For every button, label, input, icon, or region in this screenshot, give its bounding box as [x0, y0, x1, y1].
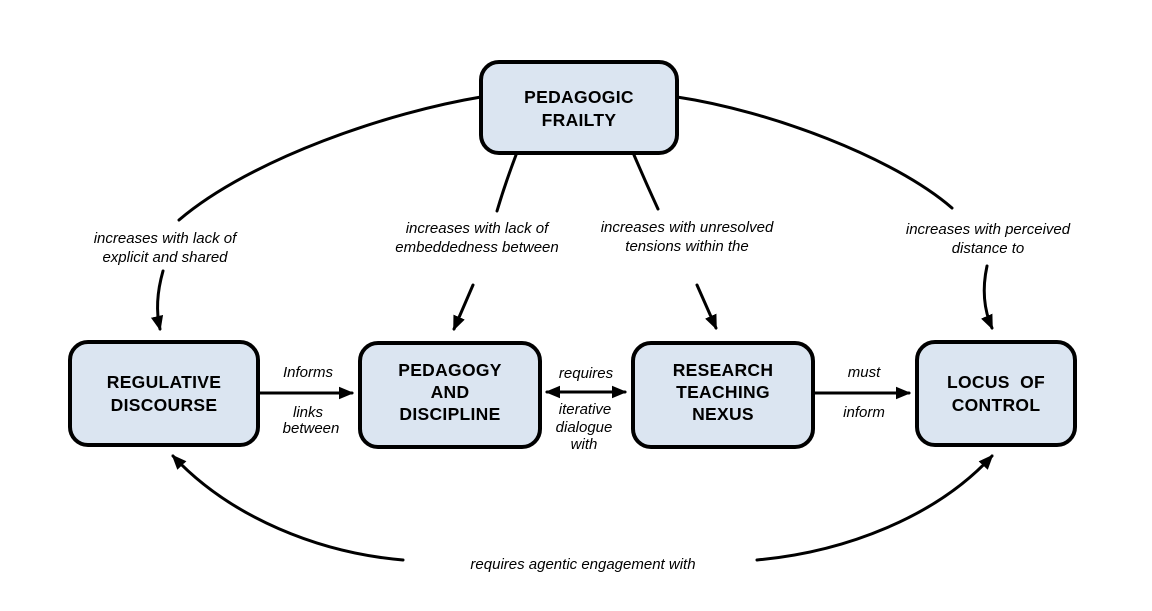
node-regulative-discourse-label-line2: DISCOURSE: [111, 395, 218, 415]
edge-frailty-research-label-line1: increases with unresolved: [601, 219, 774, 236]
node-locus-of-control-label-line1: LOCUS OF: [947, 372, 1045, 392]
edge-frailty-pedagogy-label-line1: increases with lack of: [406, 220, 550, 237]
edge-frailty-pedagogy-line-upper: [495, 153, 518, 213]
edge-frailty-locus-label-line1: increases with perceived: [906, 221, 1071, 238]
node-pedagogic-frailty-label-line2: FRAILTY: [542, 110, 617, 130]
nodes-layer: [68, 60, 1077, 449]
node-pedagogic-frailty-box: [479, 60, 679, 155]
node-locus-of-control-label-line2: CONTROL: [952, 395, 1041, 415]
node-labels-layer: PEDAGOGIC FRAILTY REGULATIVE DISCOURSE P…: [107, 87, 1045, 424]
edge-frailty-regulative-label-line2: explicit and shared: [102, 249, 228, 266]
edge-locus-regulative-line-left: [171, 454, 405, 562]
edge-research-locus-label-below: inform: [843, 404, 885, 421]
edge-frailty-regulative-line-upper: [177, 95, 483, 222]
edge-locus-regulative-line-right: [755, 454, 994, 562]
edge-regulative-pedagogy-label-below-line2: between: [283, 420, 340, 437]
node-pedagogy-and-discipline-box: [358, 341, 542, 449]
edge-pedagogy-research-label-below-line3: with: [571, 436, 598, 453]
node-research-teaching-nexus-label-line1: RESEARCH: [673, 360, 774, 380]
node-pedagogy-and-discipline-label-line2: AND: [431, 382, 470, 402]
edge-frailty-locus-label-line2: distance to: [952, 240, 1025, 257]
edge-frailty-regulative-label-line1: increases with lack of: [94, 230, 238, 247]
edge-frailty-locus-line-upper: [675, 95, 954, 210]
edge-frailty-regulative-line-lower: [150, 269, 165, 331]
edge-locus-regulative-label: requires agentic engagement with: [470, 556, 695, 573]
node-locus-of-control-box: [915, 340, 1077, 447]
edge-frailty-research-line-upper: [632, 153, 660, 211]
edge-frailty-research-label-line2: tensions within the: [625, 238, 748, 255]
edge-regulative-pedagogy-label-above: Informs: [283, 364, 334, 381]
edge-pedagogy-research-label-below-line1: iterative: [559, 401, 612, 418]
node-regulative-discourse-box: [68, 340, 260, 447]
edge-pedagogy-research-label-above: requires: [559, 365, 614, 382]
node-regulative-discourse-label-line1: REGULATIVE: [107, 372, 222, 392]
node-pedagogic-frailty-label-line1: PEDAGOGIC: [524, 87, 634, 107]
node-research-teaching-nexus-box: [631, 341, 815, 449]
edge-frailty-research-line-lower: [695, 283, 718, 330]
edge-research-locus-label-above: must: [848, 364, 881, 381]
edges-layer: [150, 95, 994, 562]
edge-pedagogy-research-label-below-line2: dialogue: [556, 419, 613, 436]
node-research-teaching-nexus-label-line3: NEXUS: [692, 404, 754, 424]
node-pedagogy-and-discipline-label-line1: PEDAGOGY: [398, 360, 502, 380]
edge-regulative-pedagogy-label-below-line1: links: [293, 404, 324, 421]
edge-frailty-locus-line-lower: [981, 264, 994, 330]
edge-frailty-pedagogy-line-lower: [452, 283, 475, 331]
edge-labels-layer: increases with lack of explicit and shar…: [94, 219, 1071, 573]
node-pedagogy-and-discipline-label-line3: DISCIPLINE: [399, 404, 500, 424]
edge-frailty-pedagogy-label-line2: embeddedness between: [395, 239, 558, 256]
node-research-teaching-nexus-label-line2: TEACHING: [676, 382, 770, 402]
